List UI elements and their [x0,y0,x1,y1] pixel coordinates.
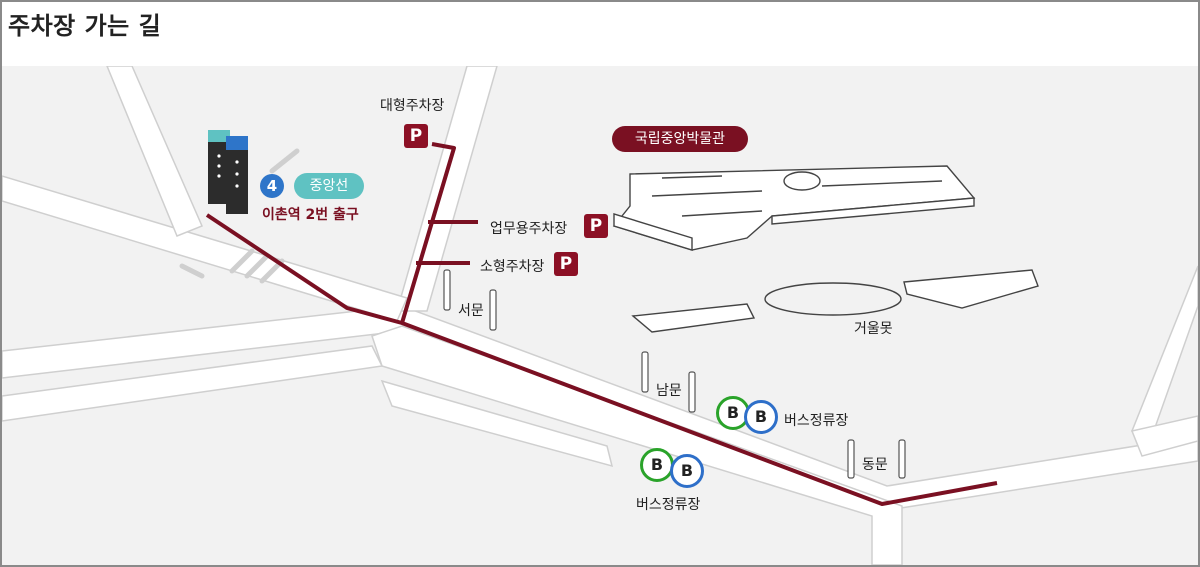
bus-blue-icon: B [744,400,778,434]
side-road [380,379,614,468]
right-lower-road [1130,415,1198,457]
east-building [903,269,1039,309]
main-diagonal-road [2,305,1198,512]
bus-stop-label-2: 버스정류장 [636,497,701,513]
right-road [1130,265,1198,437]
bus-green-icon: B [640,448,674,482]
station-exit-label: 이촌역 2번 출구 [262,207,359,223]
south-gate-label: 남문 [656,383,682,399]
south-building [631,303,756,333]
buildings [631,269,1039,333]
mirror-pond-label: 거울못 [854,321,893,337]
east-gate-label: 동문 [862,457,888,473]
lower-road [371,325,903,565]
large-parking-label: 대형주차장 [380,98,445,114]
left-vertical-road [106,66,203,237]
gate-posts [443,269,906,479]
lower-left-road [2,345,384,422]
station-towers [208,130,248,214]
museum-building [612,165,976,251]
bus-blue-icon: B [670,454,704,488]
business-parking-label: 업무용주차장 [490,221,568,237]
west-gate-label: 서문 [458,303,484,319]
page-title: 주차장 가는 길 [8,12,162,40]
jungang-line-badge: 중앙선 [294,173,364,199]
small-parking-label: 소형주차장 [480,259,545,275]
business-parking-icon[interactable]: P [584,214,608,238]
roads [2,66,1198,565]
lot-lines [179,148,300,284]
map-area: 대형주차장 P 업무용주차장 P 소형주차장 P 국립중앙박물관 4 중앙선 이… [2,66,1198,565]
small-parking-icon[interactable]: P [554,252,578,276]
line-4-icon: 4 [260,174,284,198]
museum-label[interactable]: 국립중앙박물관 [612,126,748,152]
map-graphics [2,66,1198,565]
bus-stop-label-1: 버스정류장 [784,413,849,429]
mirror-pond [764,282,902,316]
large-parking-icon[interactable]: P [404,124,428,148]
